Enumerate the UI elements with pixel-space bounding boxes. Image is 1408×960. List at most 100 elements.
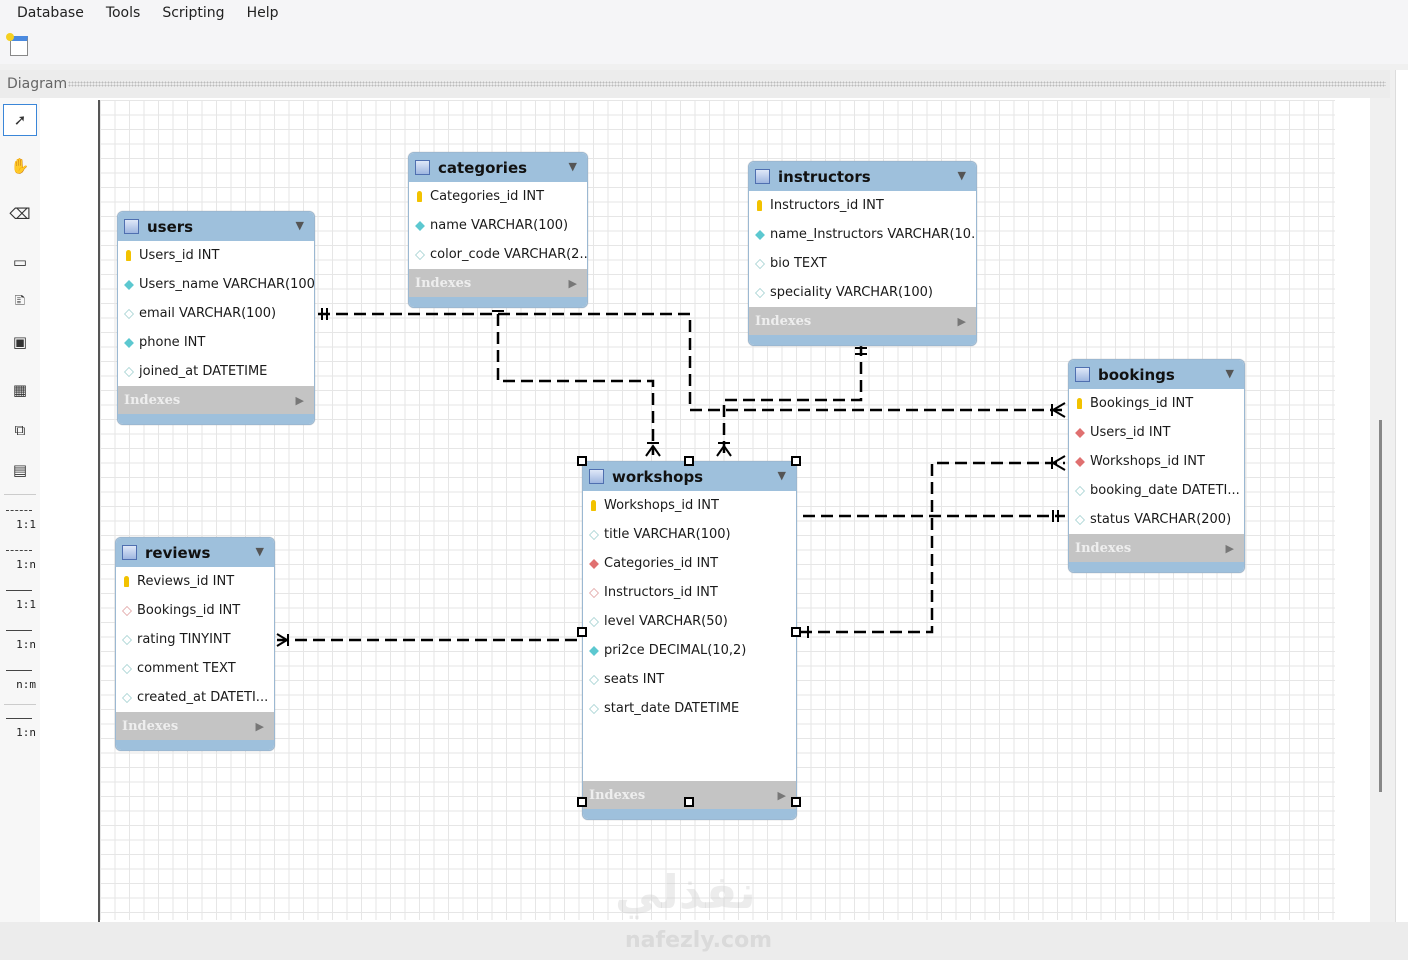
expand-arrow-icon[interactable]: ▶ <box>255 719 264 733</box>
table-icon <box>124 219 139 234</box>
rel-n-m-identifying[interactable]: n:m <box>4 670 36 691</box>
indexes-section[interactable]: Indexes▶ <box>118 386 314 414</box>
hand-tool-icon[interactable]: ✋ <box>10 157 30 175</box>
column-row[interactable]: Categories_id INT <box>409 182 587 211</box>
image-tool-icon[interactable]: ▣ <box>12 333 28 351</box>
table-header[interactable]: instructors▼ <box>749 162 976 191</box>
column-row[interactable]: title VARCHAR(100) <box>583 520 796 549</box>
column-label: level VARCHAR(50) <box>604 614 728 629</box>
indexes-section[interactable]: Indexes▶ <box>1069 534 1244 562</box>
expand-arrow-icon[interactable]: ▶ <box>295 393 304 407</box>
resize-handle[interactable] <box>684 797 694 807</box>
note-tool-icon[interactable]: 🗈 <box>14 290 26 309</box>
expand-arrow-icon[interactable]: ▶ <box>1225 541 1234 555</box>
resize-handle[interactable] <box>684 456 694 466</box>
column-row[interactable]: Bookings_id INT <box>116 596 274 625</box>
expand-arrow-icon[interactable]: ▶ <box>957 314 966 328</box>
menu-help[interactable]: Help <box>246 5 279 21</box>
rel-1-n-nonidentifying[interactable]: 1:n <box>4 550 36 571</box>
column-row[interactable]: start_date DATETIME <box>583 694 796 723</box>
resize-handle[interactable] <box>577 456 587 466</box>
column-row[interactable]: Categories_id INT <box>583 549 796 578</box>
collapse-toggle-icon[interactable]: ▼ <box>568 160 577 173</box>
new-diagram-icon[interactable] <box>6 33 28 56</box>
table-header[interactable]: users▼ <box>118 212 314 241</box>
column-row[interactable]: speciality VARCHAR(100) <box>749 278 976 307</box>
resize-handle[interactable] <box>791 456 801 466</box>
column-row[interactable]: Instructors_id INT <box>583 578 796 607</box>
resize-handle[interactable] <box>577 797 587 807</box>
view-tool-icon[interactable]: ⧉ <box>14 421 26 439</box>
column-row[interactable]: color_code VARCHAR(2... <box>409 240 587 269</box>
column-row[interactable]: Users_id INT <box>1069 418 1244 447</box>
column-row[interactable]: level VARCHAR(50) <box>583 607 796 636</box>
column-row[interactable]: comment TEXT <box>116 654 274 683</box>
column-row[interactable]: bio TEXT <box>749 249 976 278</box>
resize-handle[interactable] <box>577 627 587 637</box>
column-row[interactable]: Workshops_id INT <box>1069 447 1244 476</box>
indexes-section[interactable]: Indexes▶ <box>116 712 274 740</box>
collapse-toggle-icon[interactable]: ▼ <box>957 169 966 182</box>
column-row[interactable]: seats INT <box>583 665 796 694</box>
table-header[interactable]: categories ▼ <box>409 153 587 182</box>
column-row[interactable]: email VARCHAR(100) <box>118 299 314 328</box>
collapse-toggle-icon[interactable]: ▼ <box>777 469 786 482</box>
drag-grip[interactable] <box>68 81 1386 87</box>
rel-1-n-identifying[interactable]: 1:n <box>4 630 36 651</box>
status-area <box>0 922 1408 960</box>
column-row[interactable]: Users_name VARCHAR(100) <box>118 270 314 299</box>
column-row[interactable]: Users_id INT <box>118 241 314 270</box>
eraser-tool-icon[interactable]: ⌫ <box>9 205 31 223</box>
column-row[interactable]: created_at DATETI... <box>116 683 274 712</box>
column-row[interactable]: Instructors_id INT <box>749 191 976 220</box>
expand-arrow-icon[interactable]: ▶ <box>568 276 577 290</box>
column-label: name VARCHAR(100) <box>430 218 569 233</box>
column-row[interactable]: joined_at DATETIME <box>118 357 314 386</box>
rel-1-1-identifying[interactable]: 1:1 <box>4 590 36 611</box>
column-row[interactable]: booking_date DATETI... <box>1069 476 1244 505</box>
column-row[interactable]: Reviews_id INT <box>116 567 274 596</box>
table-name: categories <box>438 158 528 177</box>
column-row[interactable]: rating TINYINT <box>116 625 274 654</box>
column-label: Users_id INT <box>1090 425 1171 440</box>
collapse-toggle-icon[interactable]: ▼ <box>255 545 264 558</box>
pointer-tool-icon[interactable]: ➚ <box>3 104 37 136</box>
menu-tools[interactable]: Tools <box>105 5 141 21</box>
column-row[interactable]: name_Instructors VARCHAR(10... <box>749 220 976 249</box>
indexes-section[interactable]: Indexes▶ <box>749 307 976 335</box>
column-icon <box>124 337 134 348</box>
table-categories[interactable]: categories ▼ Categories_id INT name VARCHAR… <box>408 152 588 308</box>
menu-scripting[interactable]: Scripting <box>162 5 225 21</box>
layer-tool-icon[interactable]: ▭ <box>12 253 28 271</box>
table-bookings[interactable]: bookings▼Bookings_id INT Users_id INT Work… <box>1068 359 1245 573</box>
column-label: seats INT <box>604 672 665 687</box>
collapse-toggle-icon[interactable]: ▼ <box>295 219 304 232</box>
column-row[interactable]: pri2ce DECIMAL(10,2) <box>583 636 796 665</box>
column-row[interactable]: Workshops_id INT <box>583 491 796 520</box>
column-icon <box>1075 514 1085 525</box>
column-row[interactable]: phone INT <box>118 328 314 357</box>
column-row[interactable]: status VARCHAR(200) <box>1069 505 1244 534</box>
table-header[interactable]: reviews▼ <box>116 538 274 567</box>
column-row[interactable]: Bookings_id INT <box>1069 389 1244 418</box>
vertical-scrollbar[interactable] <box>1379 420 1382 792</box>
column-icon <box>415 249 425 260</box>
table-tool-icon[interactable]: ▦ <box>12 381 28 399</box>
foreign-key-icon <box>122 605 132 616</box>
collapse-toggle-icon[interactable]: ▼ <box>1225 367 1234 380</box>
table-header[interactable]: workshops▼ <box>583 462 796 491</box>
routine-tool-icon[interactable]: ▤ <box>12 461 28 479</box>
menu-database[interactable]: Database <box>17 5 84 21</box>
resize-handle[interactable] <box>791 797 801 807</box>
column-row[interactable]: name VARCHAR(100) <box>409 211 587 240</box>
table-header[interactable]: bookings▼ <box>1069 360 1244 389</box>
rel-1-1-nonidentifying[interactable]: 1:1 <box>4 510 36 531</box>
indexes-section[interactable]: Indexes▶ <box>409 269 587 297</box>
expand-arrow-icon[interactable]: ▶ <box>777 788 786 802</box>
resize-handle[interactable] <box>791 627 801 637</box>
rel-1-n-existing-columns[interactable]: 1:n <box>4 718 36 739</box>
